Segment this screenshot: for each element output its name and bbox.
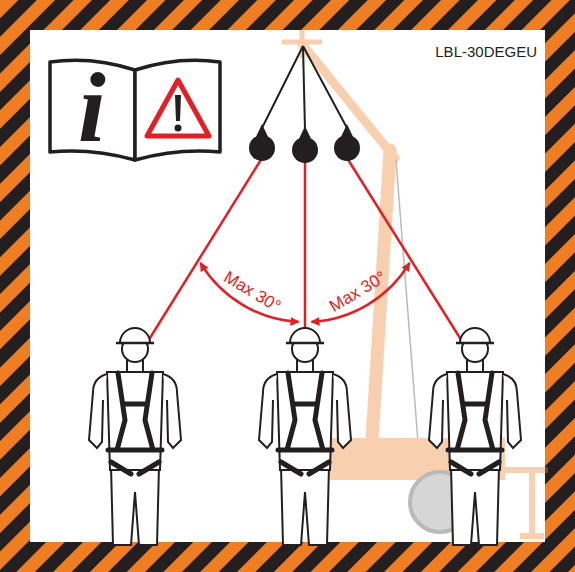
angle-limit: Max 30°	[326, 267, 390, 316]
sling	[262, 46, 347, 130]
angle-arcs	[200, 263, 409, 322]
angle-limit: Max 30°	[220, 267, 284, 316]
lifeline	[135, 158, 262, 362]
book-page	[135, 60, 220, 160]
worker-harness	[259, 328, 351, 545]
lifeline	[347, 158, 475, 362]
info-symbol: i	[60, 58, 124, 158]
worker-harness	[429, 328, 521, 545]
retractable-block	[249, 135, 275, 161]
worker-harness	[89, 328, 181, 545]
fall-arrest-blocks	[249, 124, 360, 163]
retractable-block	[334, 135, 360, 161]
book-icon	[50, 60, 220, 160]
cable	[396, 160, 418, 442]
anchor-lines	[262, 46, 347, 130]
exclamation-bar	[175, 95, 181, 121]
angle-arc	[311, 263, 409, 322]
retractable-block	[292, 137, 318, 163]
hitch	[505, 470, 548, 536]
part-number: LBL-30DEGEU	[435, 43, 537, 61]
angle-arc	[200, 263, 298, 322]
warning-triangle	[147, 80, 209, 136]
exclamation-dot	[175, 125, 182, 132]
